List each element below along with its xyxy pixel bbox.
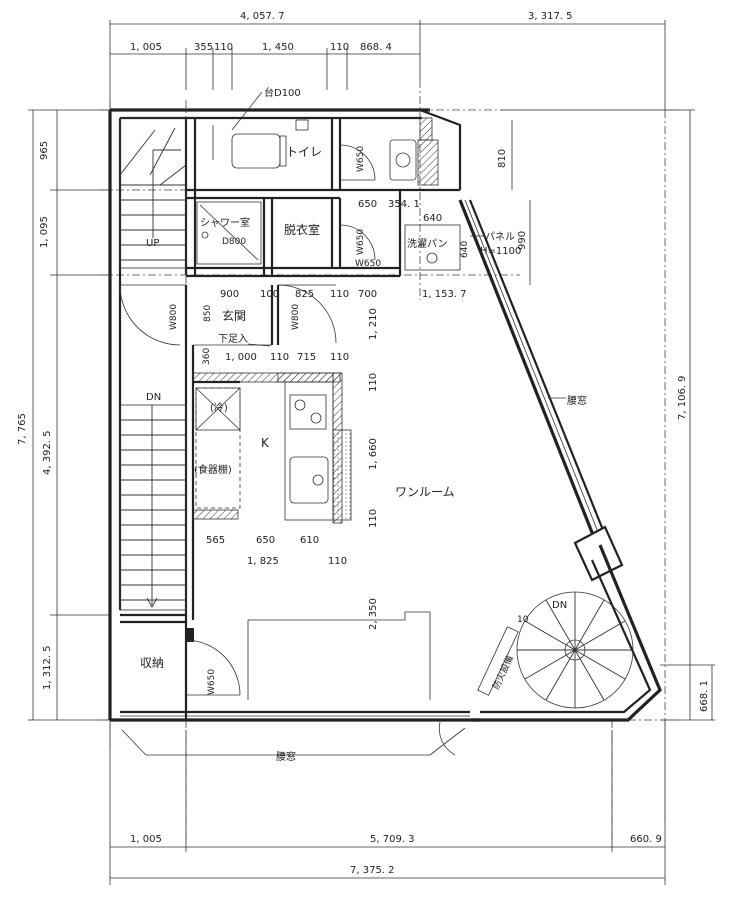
label-washpan: 洗濯パン xyxy=(407,238,448,250)
toilet-room: 台D100 トイレ xyxy=(212,86,417,181)
label-one-room: ワンルーム xyxy=(395,485,455,499)
dim-row3-c: 610 xyxy=(300,535,319,546)
dim-row3-a: 565 xyxy=(206,535,225,546)
dim-right-2: 990 xyxy=(517,231,528,250)
dim-top-total-left: 4, 057. 7 xyxy=(240,11,285,22)
shower-and-dressing: シャワー室 脱衣室 洗濯パン パネル H=1100 xyxy=(196,201,521,271)
dim-w800-left: W800 xyxy=(169,304,179,330)
label-toilet: トイレ xyxy=(286,145,322,159)
label-dn-right: DN xyxy=(552,600,567,611)
label-up: UP xyxy=(146,238,159,249)
dim-right-1: 810 xyxy=(497,149,508,168)
label-fridge: (冷) xyxy=(210,401,228,414)
dim-left-3: 4, 392. 5 xyxy=(42,430,53,475)
dim-row1-e: 700 xyxy=(358,289,377,300)
dim-w800-right: W800 xyxy=(291,304,301,330)
label-spiral-step: 10 xyxy=(517,615,529,625)
dim-top-4: 1, 450 xyxy=(262,42,294,53)
dim-v-110b: 110 xyxy=(368,509,379,528)
dim-left-4: 1, 312. 5 xyxy=(42,645,53,690)
dim-row3-b: 650 xyxy=(256,535,275,546)
dim-d800: D800 xyxy=(222,237,246,247)
label-dressing: 脱衣室 xyxy=(284,222,320,237)
dim-v-110a: 110 xyxy=(368,373,379,392)
dim-row4-a: 1, 825 xyxy=(247,556,279,567)
label-dish-shelf: (食器棚) xyxy=(194,463,232,476)
dim-mid-640a: 640 xyxy=(423,213,442,224)
dim-w650-dressing: W650 xyxy=(356,229,366,255)
stairs-down: DN xyxy=(119,392,187,611)
dim-v-360: 360 xyxy=(202,348,212,365)
dim-left-2: 1, 095 xyxy=(39,216,50,248)
dim-bottom-total: 7, 375. 2 xyxy=(350,865,395,876)
dim-w650-lower: W650 xyxy=(355,259,381,269)
dim-row1-b: 100 xyxy=(260,289,279,300)
dim-v-850: 850 xyxy=(203,305,213,322)
dim-top-3: 110 xyxy=(214,42,233,53)
bottom-window: 腰窓 xyxy=(121,721,466,763)
dim-row1-f: 1, 153. 7 xyxy=(422,289,467,300)
dim-row2-a: 1, 000 xyxy=(225,352,257,363)
storage-area: 収納 xyxy=(140,639,241,696)
dim-w650-storage: W650 xyxy=(207,669,217,695)
label-dn-left: DN xyxy=(146,392,161,403)
dim-left-1: 965 xyxy=(39,141,50,160)
label-shower: シャワー室 xyxy=(200,216,250,229)
label-storage: 収納 xyxy=(140,656,164,670)
dim-row1-c: 825 xyxy=(295,289,314,300)
label-panel: パネル xyxy=(485,231,515,243)
dim-bottom-3: 660. 9 xyxy=(630,834,662,845)
dim-top-2: 355 xyxy=(194,42,213,53)
dim-top-6: 868. 4 xyxy=(360,42,392,53)
spiral-stair: DN 10 防火設備 xyxy=(477,591,634,709)
label-fire-door: 防火設備 xyxy=(490,654,516,692)
dim-row2-c: 715 xyxy=(297,352,316,363)
label-window-bottom: 腰窓 xyxy=(276,750,296,763)
label-entrance: 玄関 xyxy=(222,308,246,323)
dim-v-1660: 1, 660 xyxy=(368,438,379,470)
dim-v-1210: 1, 210 xyxy=(368,308,379,340)
kitchen-area: (冷) K (食器棚) xyxy=(194,381,352,521)
dim-row2-b: 110 xyxy=(270,352,289,363)
dim-right-total: 7, 106. 9 xyxy=(677,375,688,420)
dim-top-total-right: 3, 317. 5 xyxy=(528,11,573,22)
dim-bottom-2: 5, 709. 3 xyxy=(370,834,415,845)
dim-top-5: 110 xyxy=(330,42,349,53)
dim-row1-a: 900 xyxy=(220,289,239,300)
dim-mid-640b: 640 xyxy=(460,241,470,258)
dim-w650-toilet: W650 xyxy=(356,146,366,172)
dim-top-1: 1, 005 xyxy=(130,42,162,53)
label-shelf: 台D100 xyxy=(264,86,301,99)
dim-row4-b: 110 xyxy=(328,556,347,567)
stairs-up: UP xyxy=(119,117,187,269)
label-shoe-step: 下足入 xyxy=(218,333,248,345)
one-room-area: ワンルーム 腰窓 xyxy=(247,394,587,700)
dim-bottom-1: 1, 005 xyxy=(130,834,162,845)
dim-row1-d: 110 xyxy=(330,289,349,300)
dim-v-2350: 2, 350 xyxy=(368,598,379,630)
dim-row2-d: 110 xyxy=(330,352,349,363)
dimension-texts: 4, 057. 7 3, 317. 5 1, 005 355 110 1, 45… xyxy=(17,11,710,876)
label-kitchen: K xyxy=(261,436,270,450)
dim-mid-650: 650 xyxy=(358,199,377,210)
label-window-right: 腰窓 xyxy=(567,394,587,407)
walls xyxy=(108,108,662,722)
label-panel-h: H=1100 xyxy=(480,246,521,257)
dim-mid-354: 354. 1 xyxy=(388,199,420,210)
dim-right-3: 668. 1 xyxy=(699,680,710,712)
entrance-area: 玄関 下足入 xyxy=(119,284,337,347)
dim-left-total: 7, 765 xyxy=(17,413,28,445)
